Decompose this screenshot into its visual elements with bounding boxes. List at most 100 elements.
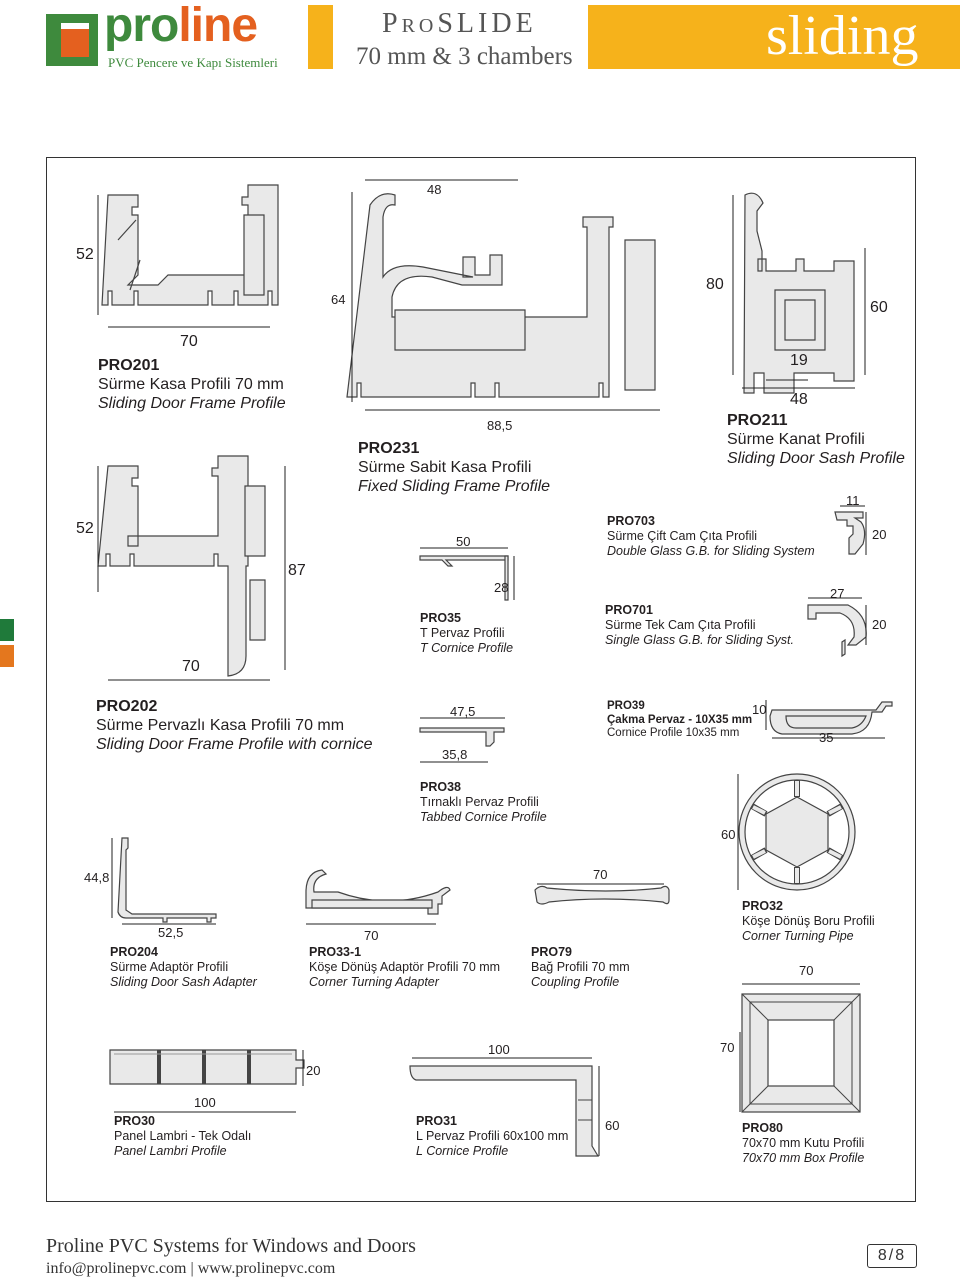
product-subtitle: 70 mm & 3 chambers xyxy=(356,43,573,70)
profile-code: PRO30 xyxy=(114,1114,155,1128)
profile-name-en: Fixed Sliding Frame Profile xyxy=(358,477,551,495)
pro33-1-drawing xyxy=(305,869,451,925)
brand-logo: proline xyxy=(104,0,258,52)
pro703-dim-height: 20 xyxy=(872,527,887,542)
footer-email[interactable]: info@prolinepvc.com xyxy=(46,1260,187,1277)
pro38-dim-inner: 35,8 xyxy=(442,747,468,762)
pro211-caption: PRO211 Sürme Kanat Profili Sliding Door … xyxy=(727,412,905,469)
side-tab-orange xyxy=(0,645,14,667)
pro32-dim-diameter: 60 xyxy=(721,827,736,842)
pro701-dim-height: 20 xyxy=(872,617,887,632)
pro30-dim-height: 20 xyxy=(306,1063,321,1078)
pro703-caption: PRO703 Sürme Çift Cam Çıta Profili Doubl… xyxy=(607,514,815,558)
pro31-caption: PRO31 L Pervaz Profili 60x100 mm L Corni… xyxy=(416,1114,568,1158)
profile-code: PRO703 xyxy=(607,514,655,528)
profile-name-tr: Köşe Dönüş Boru Profili xyxy=(742,913,875,928)
page-number: 8/8 xyxy=(867,1244,917,1268)
pro31-dim-width: 100 xyxy=(488,1042,510,1057)
pro30-drawing xyxy=(109,1049,305,1113)
side-tab-green xyxy=(0,619,14,641)
pro79-drawing xyxy=(534,883,670,905)
profile-name-tr: Sürme Adaptör Profili xyxy=(110,959,229,974)
footer-title: Proline PVC Systems for Windows and Door… xyxy=(46,1235,416,1257)
pro31-drawing xyxy=(409,1057,600,1157)
pro703-dim-width: 11 xyxy=(846,493,860,508)
profile-code: PRO701 xyxy=(605,603,653,617)
profile-name-en: L Cornice Profile xyxy=(416,1143,509,1158)
profile-code: PRO38 xyxy=(420,780,461,794)
product-title: ProSLIDE xyxy=(382,8,537,39)
footer-separator: | xyxy=(190,1260,194,1277)
profile-name-en: Coupling Profile xyxy=(531,974,620,989)
footer-website[interactable]: www.prolinepvc.com xyxy=(197,1260,336,1277)
pro32-caption: PRO32 Köşe Dönüş Boru Profili Corner Tur… xyxy=(742,899,875,943)
pro202-drawing xyxy=(97,455,286,681)
profile-name-tr: 70x70 mm Kutu Profili xyxy=(742,1135,865,1150)
pro79-dim-width: 70 xyxy=(593,867,608,882)
profile-name-en: T Cornice Profile xyxy=(420,640,514,655)
pro701-drawing xyxy=(807,597,867,658)
profile-code: PRO32 xyxy=(742,899,783,913)
pro211-dim-right: 60 xyxy=(870,299,888,316)
profile-name-tr: Sürme Tek Cam Çıta Profili xyxy=(605,617,756,632)
profile-name-tr: Panel Lambri - Tek Odalı xyxy=(114,1128,252,1143)
pro211-dim-inner: 19 xyxy=(790,352,808,369)
pro202-caption: PRO202 Sürme Pervazlı Kasa Profili 70 mm… xyxy=(96,698,373,755)
profile-code: PRO79 xyxy=(531,945,572,959)
profile-code: PRO80 xyxy=(742,1121,783,1135)
profile-name-tr: L Pervaz Profili 60x100 mm xyxy=(416,1128,569,1143)
pro231-drawing xyxy=(346,179,660,411)
pro231-dim-top: 48 xyxy=(427,182,442,197)
pro703-drawing xyxy=(834,505,867,555)
pro204-caption: PRO204 Sürme Adaptör Profili Sliding Doo… xyxy=(110,945,257,989)
pro201-caption: PRO201 Sürme Kasa Profili 70 mm Sliding … xyxy=(98,357,286,414)
profile-name-en: 70x70 mm Box Profile xyxy=(742,1150,865,1165)
pro201-dim-width: 70 xyxy=(180,333,198,350)
profile-name-en: Panel Lambri Profile xyxy=(114,1143,227,1158)
pro32-drawing xyxy=(737,773,856,891)
pro35-dim-height: 28 xyxy=(494,580,509,595)
logo-mark xyxy=(46,14,98,66)
profile-name-en: Tabbed Cornice Profile xyxy=(420,809,547,824)
pro202-dim-right: 87 xyxy=(288,562,306,579)
header-accent-bar xyxy=(308,5,333,69)
profile-name-tr: Çakma Pervaz - 10X35 mm xyxy=(607,713,753,726)
pro80-drawing xyxy=(739,983,861,1113)
footer-contact: info@prolinepvc.com | www.prolinepvc.com xyxy=(46,1260,335,1278)
section-banner xyxy=(588,5,960,69)
profile-code: PRO39 xyxy=(607,700,645,712)
pro204-dim-height: 44,8 xyxy=(84,870,110,885)
pro33-1-caption: PRO33-1 Köşe Dönüş Adaptör Profili 70 mm… xyxy=(309,945,500,989)
pro201-dim-height: 52 xyxy=(76,246,94,263)
pro211-dim-height: 80 xyxy=(706,276,724,293)
profile-name-tr: Tırnaklı Pervaz Profili xyxy=(420,794,539,809)
pro30-dim-width: 100 xyxy=(194,1095,216,1110)
profile-name-en: Sliding Door Frame Profile xyxy=(98,394,286,412)
profile-name-tr: Sürme Sabit Kasa Profili xyxy=(358,458,532,476)
profile-name-en: Corner Turning Pipe xyxy=(742,928,854,943)
pro30-caption: PRO30 Panel Lambri - Tek Odalı Panel Lam… xyxy=(114,1114,251,1158)
section-title: sliding xyxy=(766,5,919,67)
pro231-caption: PRO231 Sürme Sabit Kasa Profili Fixed Sl… xyxy=(358,440,550,497)
profile-name-en: Sliding Door Sash Adapter xyxy=(110,974,257,989)
profile-name-tr: Sürme Kanat Profili xyxy=(727,430,865,448)
pro202-dim-left: 52 xyxy=(76,520,94,537)
profile-code: PRO201 xyxy=(98,357,160,374)
pro38-drawing xyxy=(419,717,505,763)
pro33-1-dim-width: 70 xyxy=(364,928,379,943)
pro202-dim-width: 70 xyxy=(182,658,200,675)
profile-code: PRO211 xyxy=(727,412,788,429)
pro31-dim-height: 60 xyxy=(605,1118,620,1133)
pro80-dim-height: 70 xyxy=(720,1040,735,1055)
profile-name-tr: Bağ Profili 70 mm xyxy=(531,959,630,974)
pro701-dim-width: 27 xyxy=(830,586,845,601)
pro204-dim-width: 52,5 xyxy=(158,925,184,940)
profile-code: PRO202 xyxy=(96,698,158,715)
profile-name-en: Sliding Door Sash Profile xyxy=(727,449,905,467)
profile-code: PRO31 xyxy=(416,1114,457,1128)
pro35-dim-width: 50 xyxy=(456,534,471,549)
pro701-caption: PRO701 Sürme Tek Cam Çıta Profili Single… xyxy=(605,603,794,647)
pro201-drawing xyxy=(97,184,279,328)
profile-code: PRO35 xyxy=(420,611,461,625)
